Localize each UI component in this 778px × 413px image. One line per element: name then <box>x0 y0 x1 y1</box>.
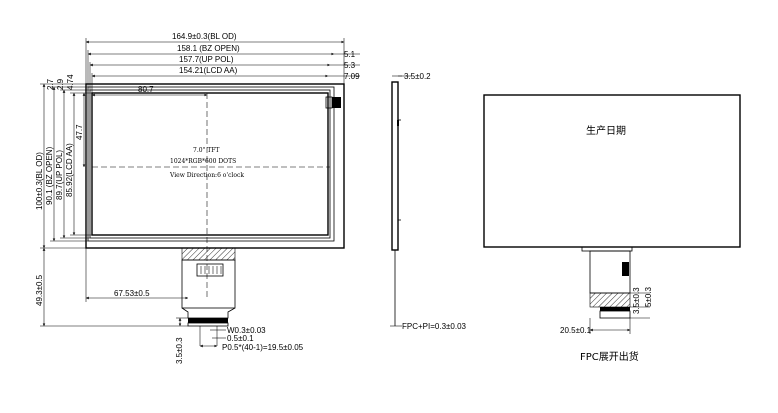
top-offset-2: 2.9 <box>56 78 65 90</box>
backlight-outline <box>85 83 345 249</box>
front-view: 7.0" TFT 1024*RGB*600 DOTS View Directio… <box>35 32 360 364</box>
dim-height-bz-open: 90.1 (BZ OPEN) <box>45 146 54 205</box>
back-dim-c: 20.5±0.1 <box>560 326 592 335</box>
dim-fpc-offset: 67.53±0.5 <box>114 289 150 298</box>
active-area <box>91 92 329 236</box>
dim-pin-width: W0.3±0.03 <box>227 326 266 335</box>
fpc-connector <box>196 263 224 277</box>
dim-height-lcd-aa: 85.92(LCD AA) <box>65 143 74 197</box>
bezel-opening <box>87 86 335 242</box>
top-offset-1: 2.7 <box>46 78 55 90</box>
dim-lcd-aa: 154.21(LCD AA) <box>179 66 238 75</box>
back-fpc-tail <box>599 310 631 319</box>
dim-fpc-total: 49.3±0.5 <box>35 274 44 306</box>
top-offset-3: 4.74 <box>66 74 75 90</box>
right-offset-2: 5.3 <box>344 61 356 70</box>
back-dim-a: 3.5±0.3 <box>632 287 641 314</box>
dim-fpc-tail: 3.5±0.3 <box>175 337 184 364</box>
panel-label-line2: 1024*RGB*600 DOTS <box>170 158 236 165</box>
dim-up-pol: 157.7(UP POL) <box>179 55 234 64</box>
fpc-tail <box>187 322 229 327</box>
fpc-body <box>181 259 236 309</box>
panel-label-line3: View Direction:6 o'clock <box>169 172 244 179</box>
polarizer-outline <box>89 89 331 239</box>
dim-center-x: 80.7 <box>138 85 154 94</box>
fpc-stiffener <box>181 247 236 261</box>
dim-bz-open: 158.1 (BZ OPEN) <box>177 44 240 53</box>
dim-height-up-pol: 89.7(UP POL) <box>55 150 64 200</box>
back-fpc-fingers <box>600 307 630 311</box>
dim-pitch: P0.5*(40-1)=19.5±0.05 <box>222 343 304 352</box>
side-view: 3.5±0.2 FPC+PI=0.3±0.03 <box>390 72 467 331</box>
side-thickness: 3.5±0.2 <box>404 72 431 81</box>
panel-label-line1: 7.0" TFT <box>193 147 219 154</box>
back-body <box>483 94 741 248</box>
dim-bl-od: 164.9±0.3(BL OD) <box>172 32 237 41</box>
back-caption: FPC展开出货 <box>580 350 639 363</box>
fpc-connector-pins <box>200 266 222 274</box>
side-mark <box>397 120 399 126</box>
dim-pin-gap: 0.5±0.1 <box>227 334 254 343</box>
side-body <box>391 81 399 251</box>
fpc-neck <box>181 307 236 319</box>
right-offset-3: 7.09 <box>344 72 360 81</box>
back-view: 生产日期 3.5±0.3 5±0.3 20.5±0.1 FPC展开出货 <box>483 94 741 363</box>
back-date-label: 生产日期 <box>586 124 626 137</box>
dim-height-bl-od: 100±0.3(BL OD) <box>35 152 44 210</box>
corner-tab-outline <box>325 96 333 109</box>
back-fpc-stiffener <box>589 292 631 308</box>
back-fpc-marker <box>622 262 629 276</box>
fpc-gold-fingers <box>188 318 228 323</box>
back-dim-b: 5±0.3 <box>644 286 653 307</box>
right-offset-1: 5.1 <box>344 50 356 59</box>
side-fpc-thickness: FPC+PI=0.3±0.03 <box>402 322 467 331</box>
corner-tab <box>332 97 341 108</box>
dim-center-y: 47.7 <box>75 124 84 140</box>
